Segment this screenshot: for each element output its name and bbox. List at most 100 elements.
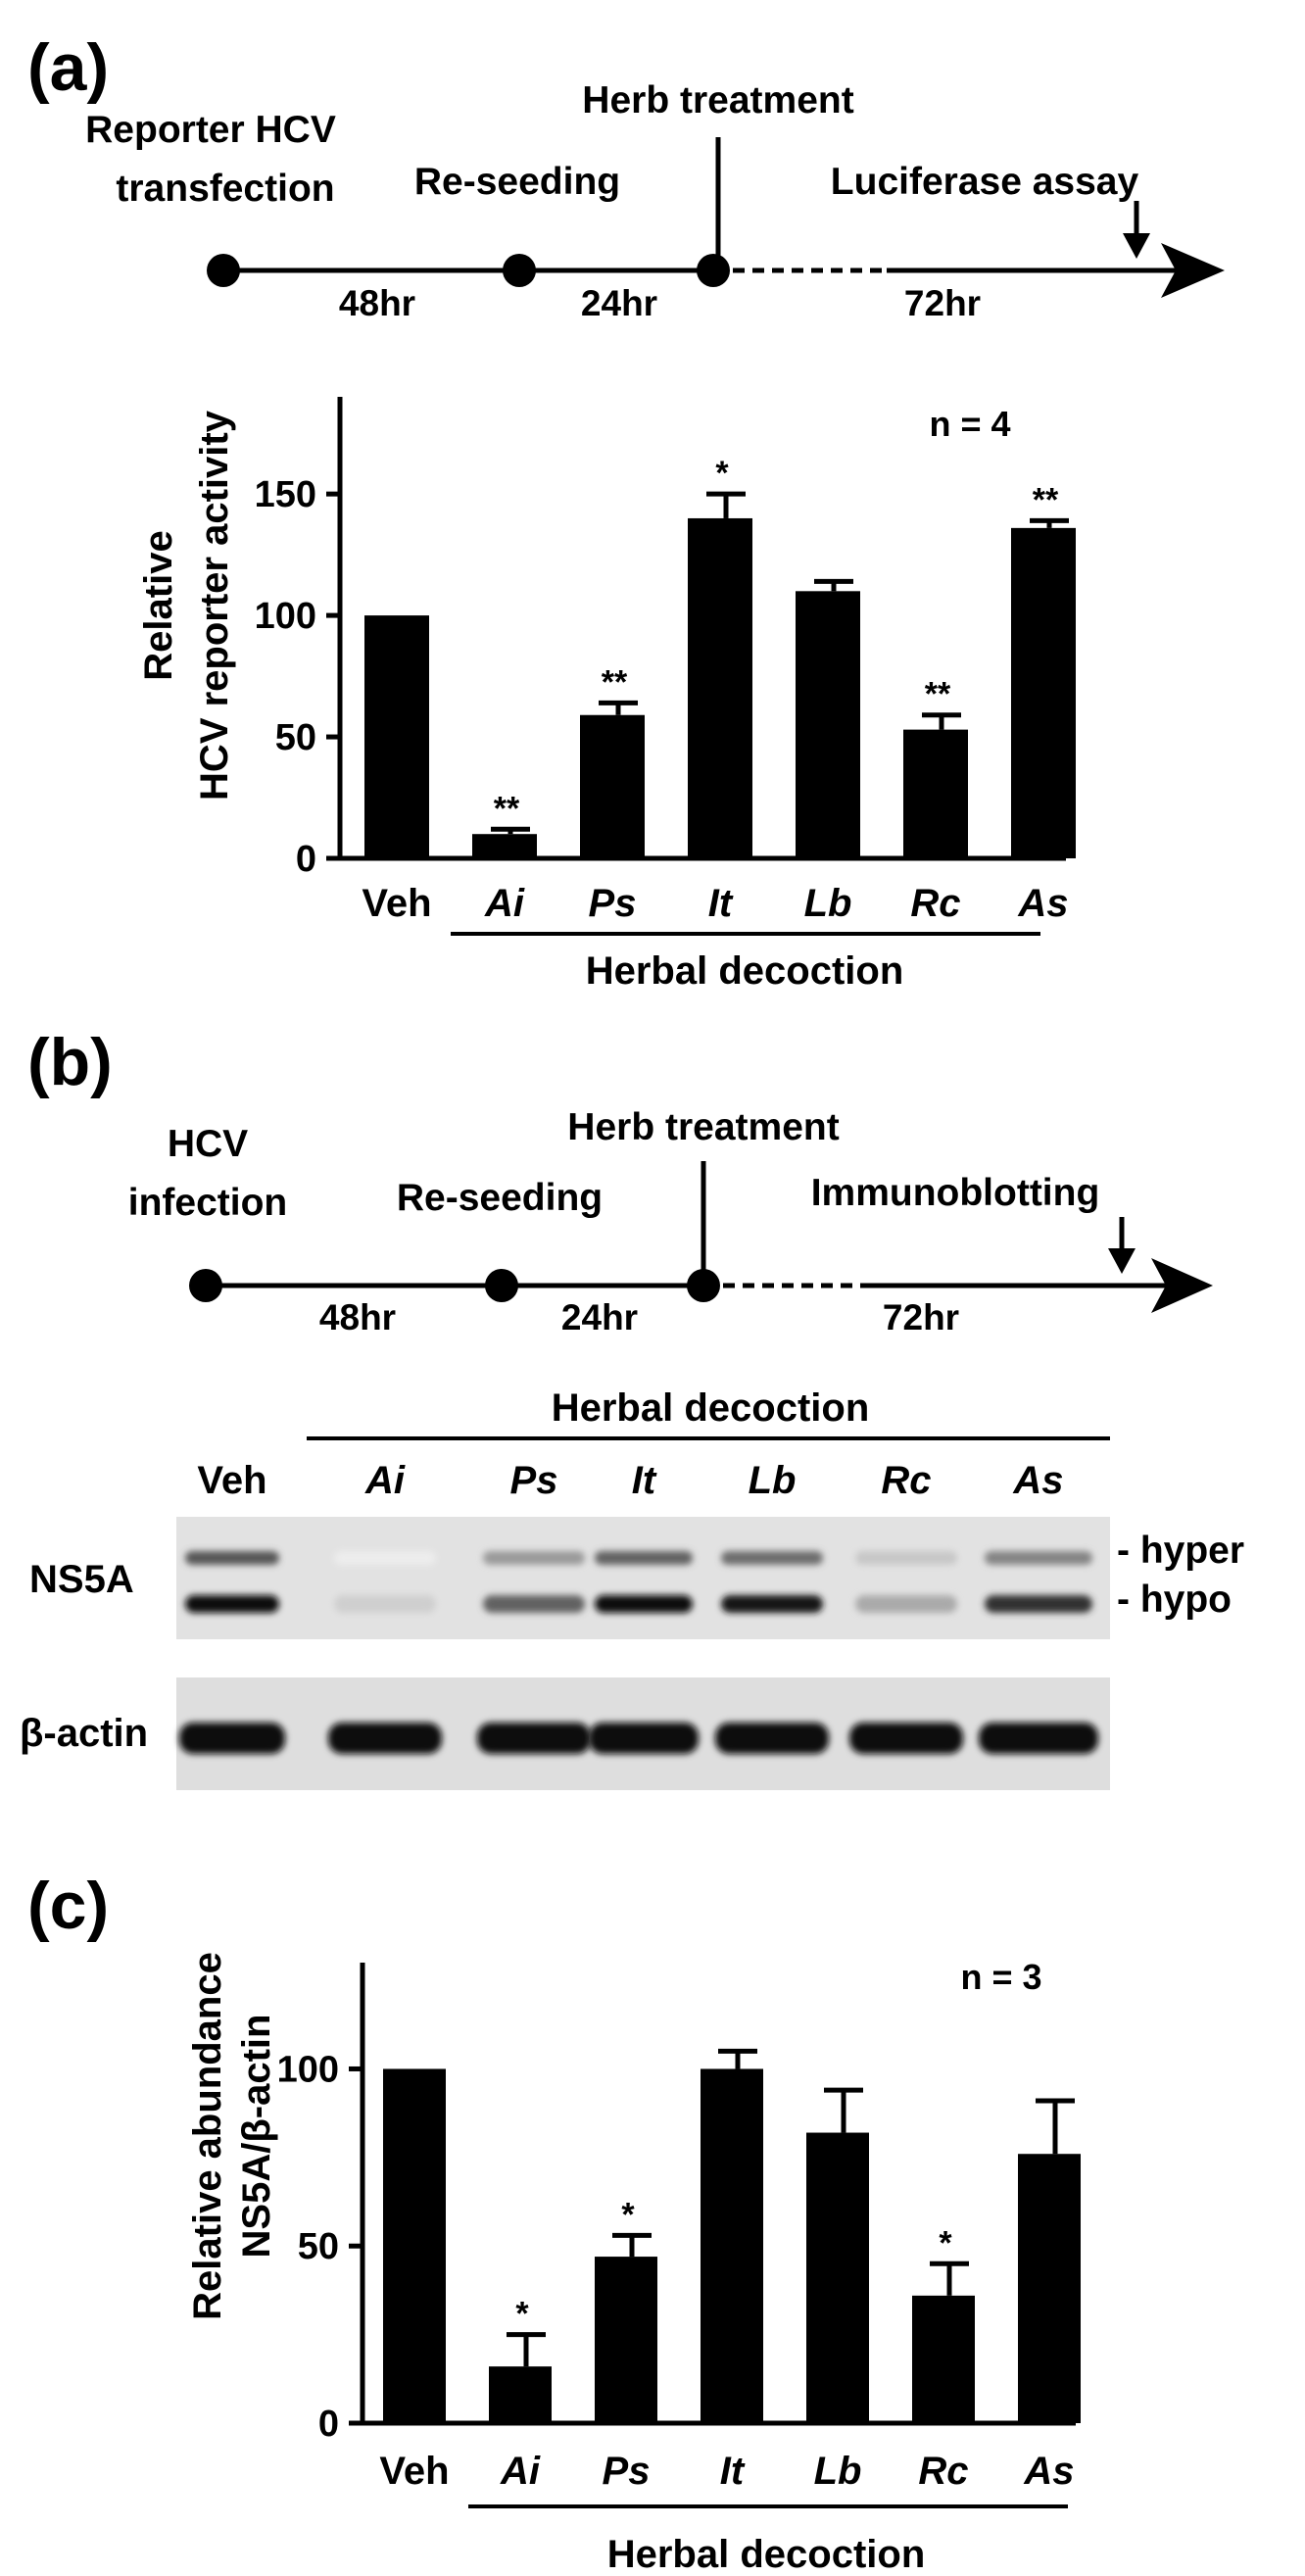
timeline-b-step1-line2: infection [128,1182,288,1224]
timeline-b-interval-3: 72hr [883,1297,959,1337]
chart-c-significance-marker: * [515,2296,529,2333]
chart-a-significance-marker: ** [925,676,951,713]
panel-c-label: (c) [27,1869,109,1943]
chart-a-x-tick-label: Lb [804,882,852,925]
timeline-a-interval-1: 48hr [339,283,415,323]
blot-band-actin [849,1723,963,1754]
blot-lane-label-it: It [632,1459,657,1502]
chart-c-bar-ps [595,2257,657,2423]
chart-a-significance-marker: ** [1033,481,1059,518]
timeline-a-step2: Re-seeding [414,161,620,203]
timeline-b-dot-2 [485,1269,518,1302]
chart-c-ylabel-line2: NS5A/β-actin [235,2015,278,2259]
chart-a-ylabel-line1: Relative [137,530,180,680]
blot-group-label: Herbal decoction [552,1386,870,1430]
chart-c-bar-lb [806,2132,869,2423]
blot-band-ns5a-hyper [855,1551,957,1565]
blot-band-ns5a-hypo [721,1595,823,1613]
chart-c-x-tick-label: Veh [379,2450,449,2493]
chart-c-ylabel-line1: Relative abundance [186,1952,229,2320]
blot-lane-label-veh: Veh [197,1459,266,1502]
blot-band-actin [715,1723,829,1754]
timeline-a-assay-arrowhead [1123,233,1150,259]
blot-band-ns5a-hyper [595,1551,693,1565]
chart-a-bar-ai [472,834,537,858]
chart-c-bar-it [701,2068,763,2423]
timeline-a: Reporter HCV transfection Re-seeding Her… [85,79,1225,323]
chart-a-x-tick-label: It [708,882,734,925]
chart-a-y-tick-label: 100 [255,596,316,637]
chart-c-y-tick-label: 50 [298,2226,339,2267]
chart-c-bar-rc [912,2295,975,2423]
chart-a-ylabel-line2: HCV reporter activity [193,410,236,801]
timeline-b: HCV infection Re-seeding Herb treatment … [128,1106,1213,1337]
blot-band-ns5a-hyper [334,1551,436,1565]
timeline-b-step4: Immunoblotting [811,1172,1100,1214]
chart-a-bar-ps [580,714,645,858]
panel-a-label: (a) [27,30,109,105]
panel-a: (a) Reporter HCV transfection Re-seeding… [27,30,1225,993]
blot-lane-label-rc: Rc [881,1459,931,1502]
chart-a-n-label: n = 4 [929,404,1010,444]
chart-a-x-tick-label: As [1017,882,1068,925]
blot-band-ns5a-hyper [185,1551,279,1565]
chart-c-significance-marker: * [621,2196,635,2233]
blot-band-label-hypo: - hypo [1117,1579,1232,1621]
chart-a-bar-veh [364,615,429,858]
blot-band-ns5a-hyper [483,1551,585,1565]
timeline-b-interval-2: 24hr [561,1297,638,1337]
blot-band-ns5a-hypo [595,1595,693,1613]
chart-a: Relative HCV reporter activity n = 4 Her… [137,397,1076,993]
blot-row-label-actin: β-actin [20,1712,148,1755]
timeline-a-step1-line1: Reporter HCV [85,109,336,151]
chart-c-x-tick-label: As [1023,2450,1074,2493]
timeline-b-arrowhead [1151,1258,1213,1313]
timeline-b-step3: Herb treatment [567,1106,839,1148]
blot-band-actin [477,1723,591,1754]
blot-lane-label-as: As [1012,1459,1063,1502]
chart-a-bar-lb [796,591,860,858]
chart-c-group-label: Herbal decoction [607,2533,926,2576]
blot-lane-label-ai: Ai [364,1459,406,1502]
timeline-a-step1-line2: transfection [116,168,334,210]
chart-c-x-tick-label: Lb [814,2450,862,2493]
chart-c: Relative abundance NS5A/β-actin n = 3 He… [186,1952,1081,2576]
blot-band-ns5a-hypo [334,1595,436,1613]
chart-a-y-tick-label: 50 [275,717,316,758]
timeline-a-dot-3 [697,254,730,287]
chart-c-x-tick-label: Ps [603,2450,651,2493]
blot-band-actin [589,1723,699,1754]
blot-band-ns5a-hypo [185,1595,279,1613]
timeline-a-step4: Luciferase assay [831,161,1139,203]
chart-a-x-tick-label: Veh [362,882,431,925]
blot-band-ns5a-hypo [985,1595,1092,1613]
chart-a-group-label: Herbal decoction [586,949,904,993]
chart-a-x-tick-label: Ai [484,882,525,925]
chart-c-y-tick-label: 100 [277,2049,339,2090]
chart-a-bar-as [1011,527,1076,858]
blot-band-ns5a-hyper [721,1551,823,1565]
chart-a-bar-rc [903,729,968,858]
chart-c-n-label: n = 3 [960,1957,1041,1997]
blot-band-ns5a-hyper [985,1551,1092,1565]
chart-a-x-tick-label: Ps [589,882,637,925]
chart-a-y-tick-label: 0 [296,839,316,880]
blot-band-actin [328,1723,442,1754]
blot-lane-label-lb: Lb [749,1459,797,1502]
blot-band-label-hyper: - hyper [1117,1530,1244,1572]
chart-c-bar-veh [383,2068,446,2423]
chart-c-bar-as [1018,2154,1081,2423]
blot-band-actin [179,1723,285,1754]
chart-a-significance-marker: * [715,455,729,492]
timeline-b-step2: Re-seeding [397,1177,603,1219]
timeline-a-interval-2: 24hr [581,283,657,323]
blot-membrane-ns5a [176,1517,1110,1639]
timeline-b-dot-1 [189,1269,222,1302]
blot-row-label-ns5a: NS5A [29,1558,134,1601]
timeline-b-blot-arrowhead [1108,1248,1136,1274]
chart-c-y-tick-label: 0 [318,2404,339,2445]
chart-c-bar-ai [489,2366,552,2423]
chart-a-significance-marker: ** [602,663,628,701]
chart-a-significance-marker: ** [494,790,520,827]
